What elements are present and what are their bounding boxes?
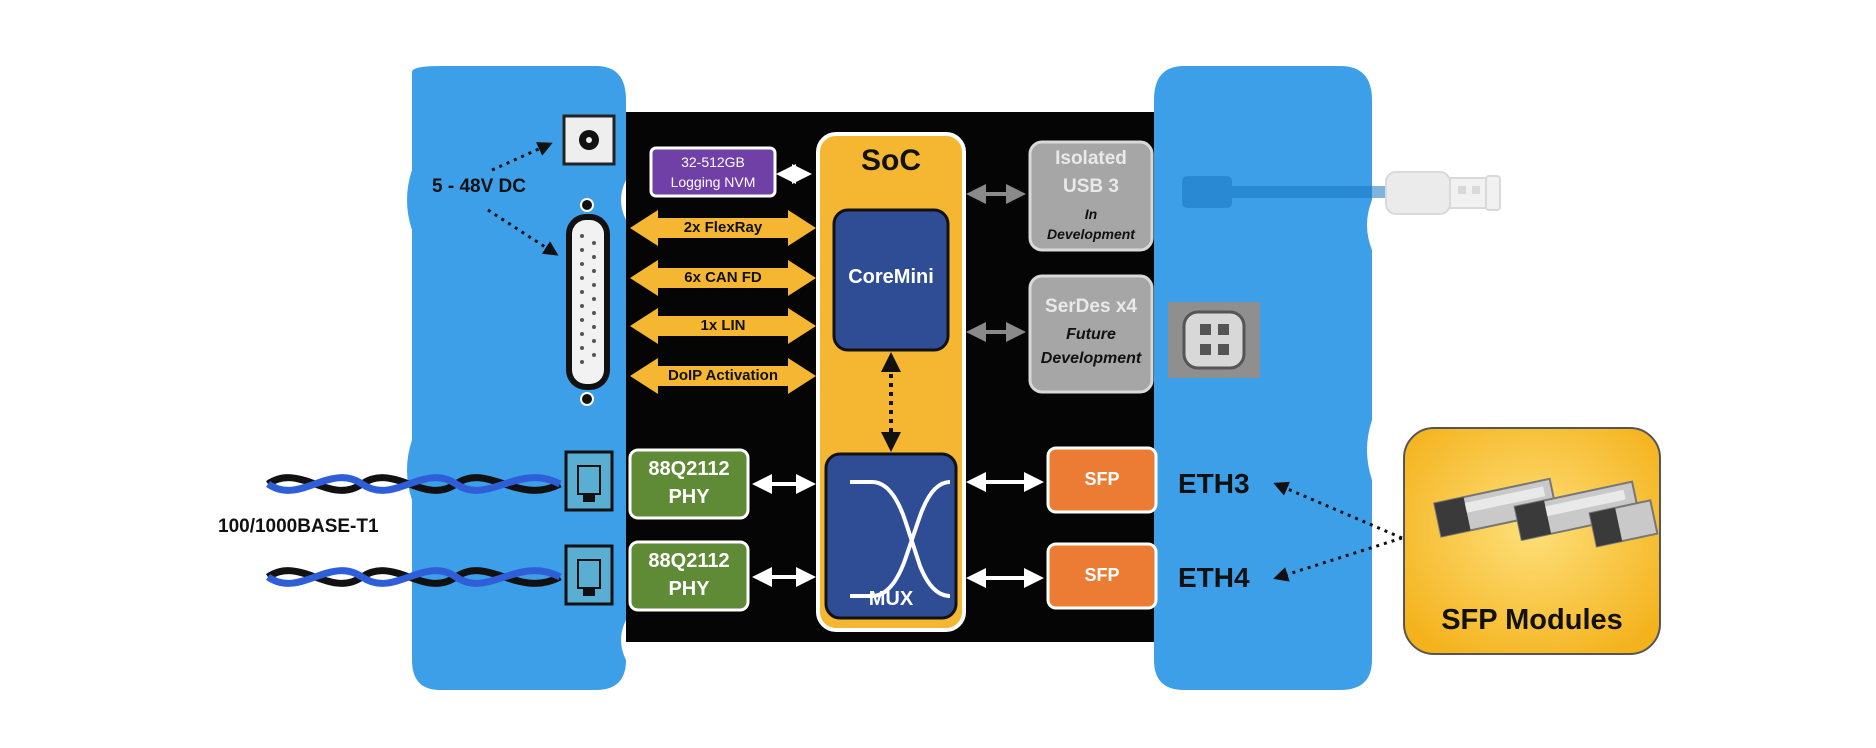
nvm-label-line2: Logging NVM (670, 174, 756, 190)
nvm-label-line1: 32-512GB (681, 154, 745, 170)
sfp2-label: SFP (1084, 565, 1120, 585)
sfp1-label: SFP (1084, 469, 1120, 489)
db25-connector-icon (566, 198, 610, 406)
coremini-block (832, 208, 950, 352)
sfp-block-2 (1046, 542, 1158, 610)
bus-label-lin: 1x LIN (700, 317, 746, 334)
phy2-line2: PHY (668, 578, 710, 600)
usb-line2: USB 3 (1063, 176, 1119, 197)
power-label: 5 - 48V DC (432, 176, 526, 197)
bus-label-doip: DoIP Activation (667, 367, 779, 384)
serdes-line1: SerDes x4 (1045, 296, 1137, 317)
sfp-transceiver-icon (1433, 477, 1659, 548)
cable-label: 100/1000BASE-T1 (218, 516, 379, 537)
usb-block (1028, 140, 1154, 252)
phy1-line1: 88Q2112 (648, 458, 730, 480)
phy1-line2: PHY (668, 486, 710, 508)
phy-block-1 (628, 448, 750, 520)
eth4-label: ETH4 (1178, 562, 1250, 593)
phy-block-2 (628, 540, 750, 612)
link-arrows (752, 164, 1044, 588)
mux-label: MUX (868, 588, 914, 610)
soc-block (816, 132, 966, 632)
nvm-block (649, 146, 777, 198)
sfp-block-1 (1046, 446, 1158, 514)
bus-label-flexray: 2x FlexRay (683, 219, 763, 236)
ethernet-cables (266, 474, 562, 587)
sfp-modules-box (1403, 427, 1661, 655)
coremini-label: CoreMini (848, 266, 934, 288)
usb-cable-icon (1182, 171, 1501, 215)
bus-arrows (630, 210, 816, 394)
gray-link-arrows (966, 184, 1026, 342)
usb-line1: Isolated (1055, 148, 1127, 169)
right-housing (1154, 66, 1372, 690)
soc-title: SoC (861, 144, 921, 177)
rj45-jack-icon (564, 450, 614, 606)
dc-jack-icon (562, 114, 616, 166)
phy2-line1: 88Q2112 (648, 550, 730, 572)
usb-line4: Development (1047, 226, 1135, 242)
sfp-modules-label: SFP Modules (1441, 604, 1623, 636)
usb-line3: In (1084, 206, 1098, 222)
serdes-connector-icon (1168, 302, 1260, 378)
serdes-line2: Future (1066, 326, 1116, 343)
sfp-module-arrows (1273, 481, 1403, 582)
serdes-line3: Development (1040, 350, 1142, 367)
serdes-block (1028, 274, 1154, 394)
power-arrows (487, 142, 559, 256)
bus-label-canfd: 6x CAN FD (684, 269, 762, 286)
eth3-label: ETH3 (1178, 468, 1250, 499)
